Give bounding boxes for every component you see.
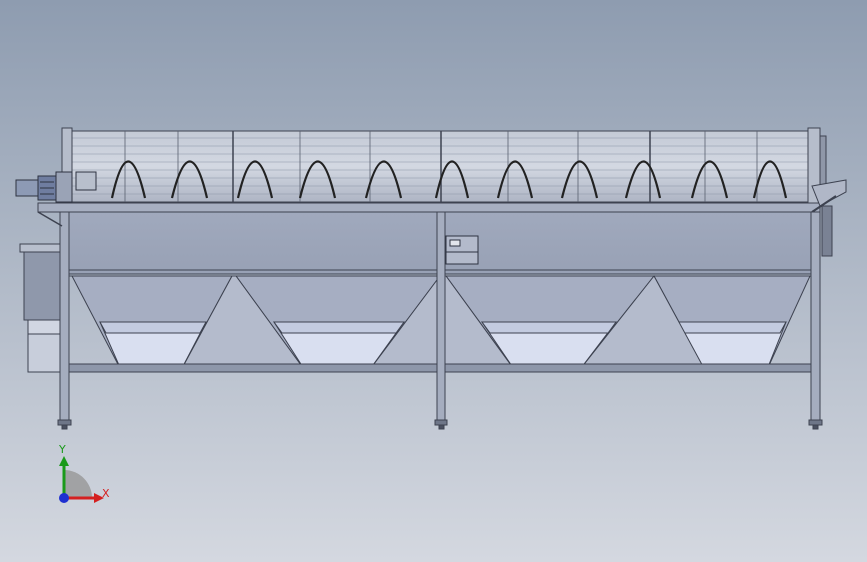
control-box [445,235,479,265]
discharge-box-left [19,243,65,373]
settling-hoppers [71,275,811,373]
triad-y-arrow [59,456,69,466]
support-legs [57,211,823,430]
drum-bars [124,131,758,202]
drum-spiral-flights [110,160,788,199]
triad-x-arrow [94,493,104,503]
rotary-drum [61,127,827,207]
triad-x-label: X [102,487,110,500]
coordinate-triad [59,456,104,503]
triad-y-label: Y [59,443,66,456]
frame-braces [37,211,63,227]
top-frame-rail [37,202,821,213]
triad-z-axis [59,493,69,503]
drive-motor [15,171,97,203]
discharge-chute-right [811,179,847,257]
triad-plane-arc [64,470,92,498]
